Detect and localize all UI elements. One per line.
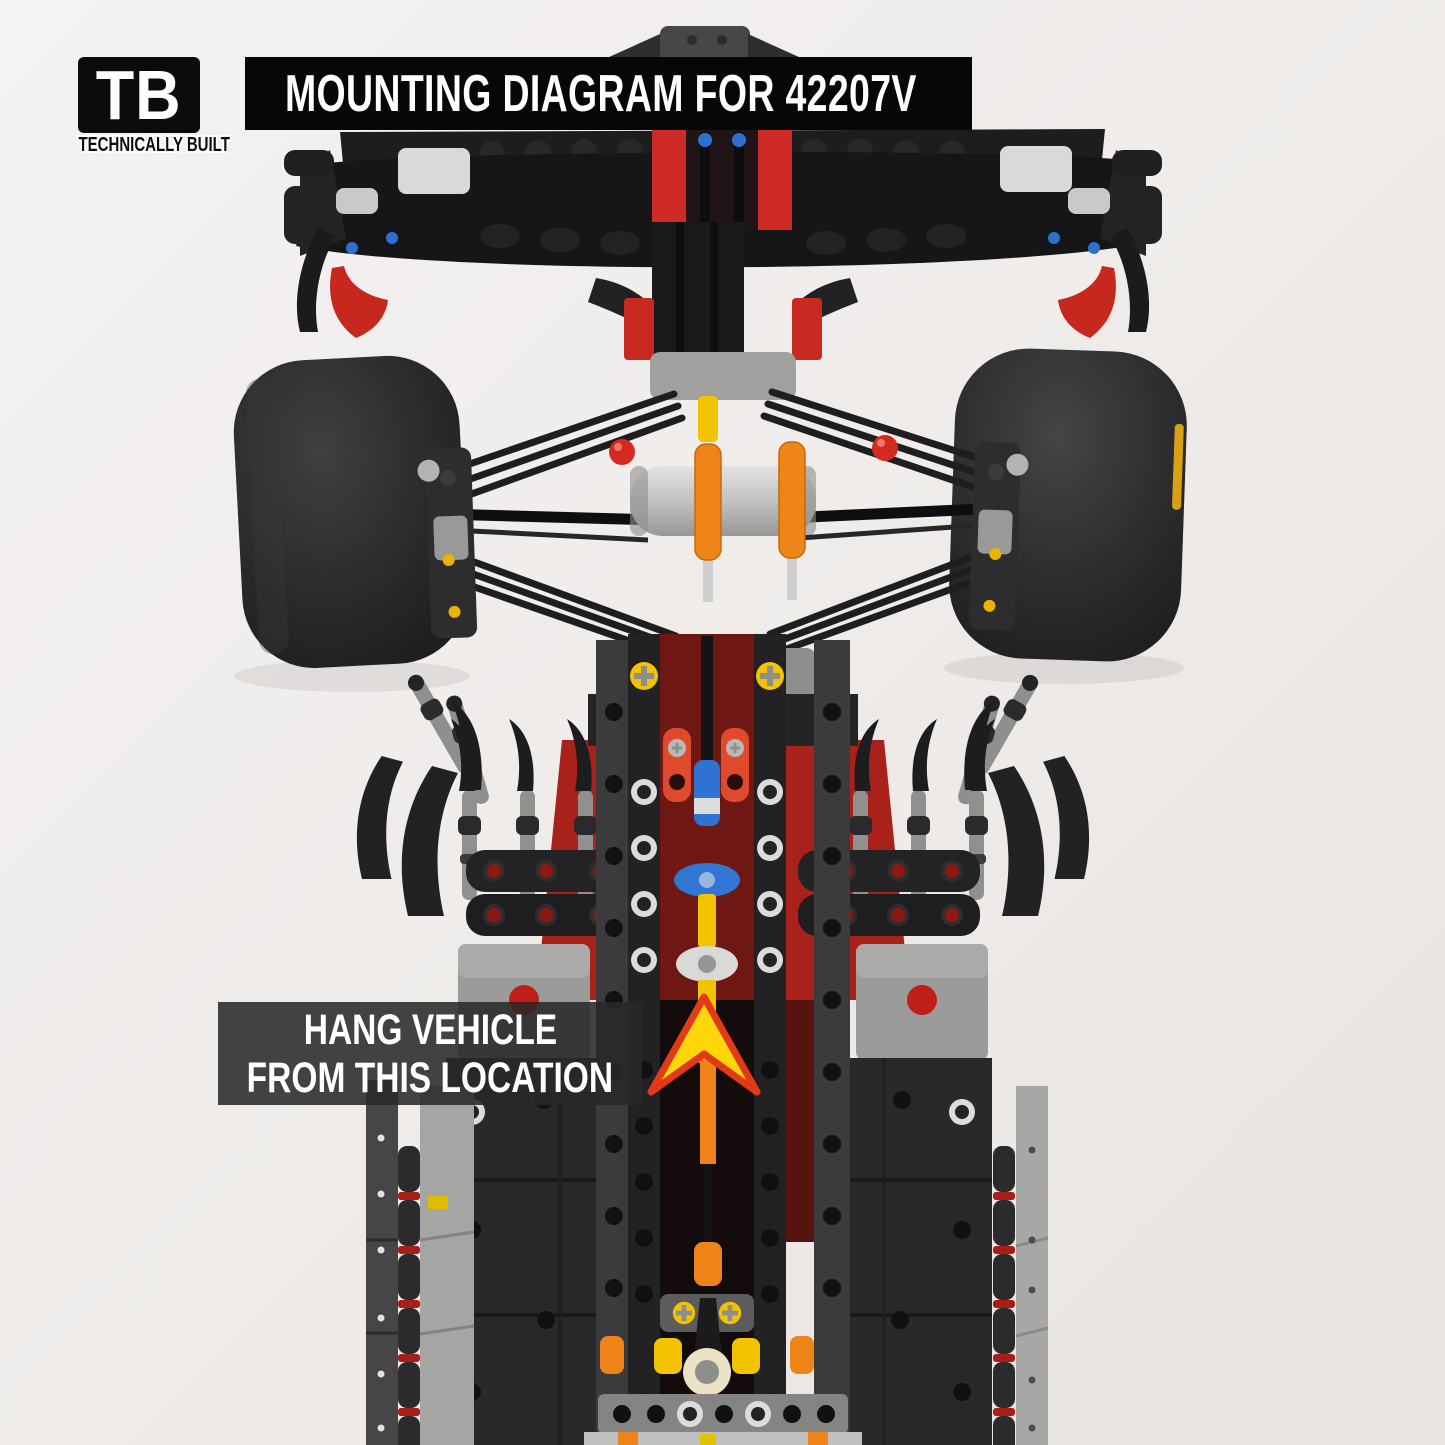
hang-location-callout: HANG VEHICLE FROM THIS LOCATION (218, 1002, 642, 1105)
tb-logo-tagline: TECHNICALLY BUILT (78, 134, 230, 156)
nose-cone (588, 222, 858, 442)
title-banner: MOUNTING DIAGRAM FOR 42207V (245, 57, 972, 130)
right-sidepod (798, 671, 1090, 1445)
callout-line-1: HANG VEHICLE (303, 1005, 557, 1054)
tb-logo-text: TB (96, 56, 182, 134)
page-title: MOUNTING DIAGRAM FOR 42207V (285, 64, 917, 123)
hang-location-arrow-icon (647, 993, 761, 1096)
callout-line-2: FROM THIS LOCATION (246, 1053, 614, 1102)
tb-logo: TB (78, 57, 200, 133)
left-front-tire (233, 355, 469, 668)
front-wing (284, 26, 1162, 338)
